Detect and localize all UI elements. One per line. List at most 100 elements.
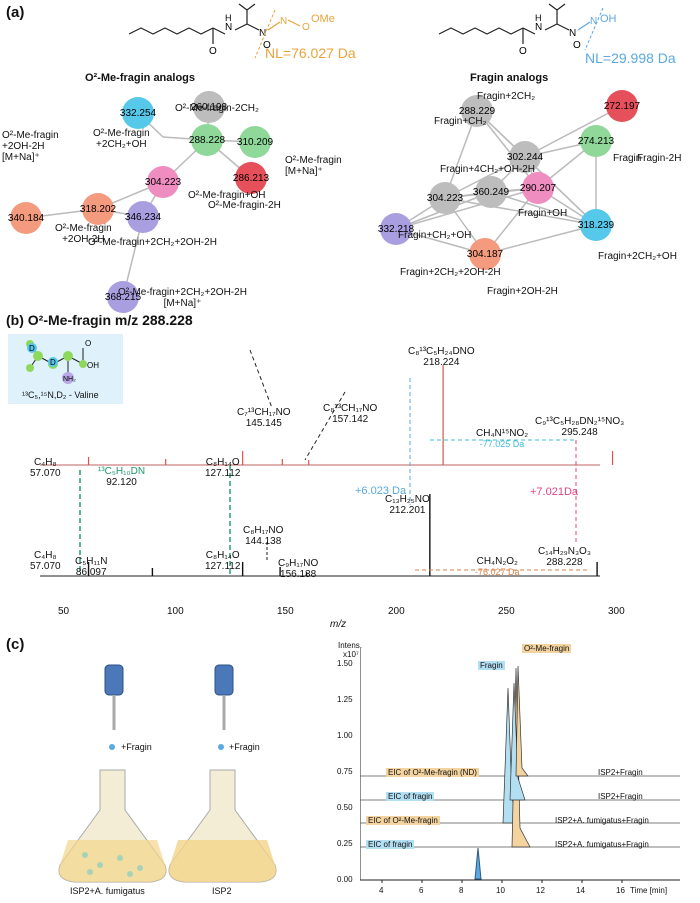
- panel-b-title: (b) O²-Me-fragin m/z 288.228: [6, 312, 193, 328]
- spectrum-bars: [87, 365, 614, 576]
- right-node-288-label: Fragin+CH₂: [434, 116, 487, 127]
- trace-1-left: EIC of fragin: [386, 792, 435, 801]
- methoxy-label: OMe: [311, 13, 335, 25]
- right-node-value-7: 332.218: [378, 224, 415, 235]
- left-node-332-label: O²-Me-fragin +2CH₂+OH: [93, 128, 150, 150]
- right-node-0: [509, 141, 541, 173]
- right-node-7: [380, 213, 412, 245]
- fragin-structure: O N H N O N: [438, 3, 604, 57]
- trace-3-left: EIC of fragin: [366, 840, 415, 849]
- top-loss-77: CH₄N¹⁵NO₂-77.025 Da: [476, 428, 529, 449]
- xtick-14: 14: [576, 886, 585, 895]
- svg-text:D: D: [29, 344, 35, 353]
- left-node-value-6: 318.202: [80, 204, 117, 215]
- svg-text:N: N: [259, 28, 266, 39]
- left-node-1: [193, 91, 225, 123]
- right-node-1: [461, 95, 493, 127]
- peak-label-fragin: Fragin: [478, 661, 505, 670]
- left-node-value-8: 346.234: [125, 212, 162, 223]
- add-fragin-right: +Fragin: [229, 742, 260, 752]
- right-nl-label: NL=29.998 Da: [585, 50, 676, 66]
- right-node-value-9: 304.187: [467, 249, 504, 260]
- right-node-6: [522, 172, 554, 204]
- ome-fragin-structure: O N H N O N O: [128, 3, 310, 59]
- right-node-318-label: Fragin+2CH₂+OH: [598, 251, 677, 262]
- add-fragin-left: +Fragin: [121, 742, 152, 752]
- svg-text:O: O: [519, 46, 527, 57]
- tick-300: 300: [608, 606, 625, 617]
- ytick-0.75: 0.75: [337, 767, 353, 776]
- right-node-value-3: 274.213: [578, 136, 615, 147]
- flask-right-label: ISP2: [212, 886, 232, 896]
- panel-a-label: (a): [6, 4, 25, 21]
- right-node-2: [606, 90, 638, 122]
- peak-label-ome: O²-Me-fragin: [522, 644, 572, 653]
- trace-0-left: EIC of O²-Me-fragin (ND): [386, 768, 479, 777]
- left-node-value-3: 310.209: [237, 137, 274, 148]
- ms-spectrum: [40, 349, 614, 577]
- ytick-0.00: 0.00: [337, 875, 353, 884]
- svg-text:O: O: [85, 339, 91, 348]
- tick-100: 100: [167, 606, 184, 617]
- flask-illustration: [58, 664, 277, 883]
- eic-xlabel: Time [min]: [630, 886, 668, 895]
- tick-200: 200: [388, 606, 405, 617]
- trace-2-right: ISP2+A. fumigatus+Fragin: [555, 816, 649, 825]
- left-node-value-9: 368.215: [105, 292, 142, 303]
- right-node-332-label: Fragin+2CH₂+2OH-2H: [400, 267, 501, 278]
- valine-box: D D NH₂ O OH ¹³C₅,¹⁵N,D₂ - Valine: [8, 334, 123, 404]
- right-node-value-5: 304.223: [427, 193, 464, 204]
- right-node-304b-label: Fragin+2OH-2H: [487, 286, 558, 297]
- svg-text:N: N: [569, 28, 576, 39]
- left-nl-label: NL=76.027 Da: [265, 45, 356, 61]
- svg-text:N: N: [535, 22, 542, 33]
- left-network-title: O²-Me-fragin analogs: [85, 72, 196, 84]
- valine-structure: D D NH₂ O OH: [26, 339, 99, 384]
- xtick-4: 4: [379, 886, 384, 895]
- trace-0-right: ISP2+Fragin: [598, 768, 643, 777]
- svg-text:N: N: [590, 16, 597, 27]
- svg-text:NH₂: NH₂: [63, 376, 76, 383]
- right-node-8: [580, 209, 612, 241]
- left-node-value-7: 286.213: [233, 173, 270, 184]
- left-node-value-2: 288.228: [189, 135, 226, 146]
- ytick-1.50: 1.50: [337, 659, 353, 668]
- right-node-272-label: Fragin-2H: [637, 153, 682, 164]
- svg-text:O: O: [302, 22, 310, 33]
- xtick-12: 12: [536, 886, 545, 895]
- left-node-310-label: O²-Me-fragin [M+Na]⁺: [285, 155, 342, 177]
- right-node-value-4: 360.249: [473, 187, 510, 198]
- shift-label-2: +7.021Da: [530, 486, 579, 498]
- valine-label: ¹³C₅,¹⁵N,D₂ - Valine: [22, 390, 99, 400]
- tick-150: 150: [277, 606, 294, 617]
- left-node-7: [235, 162, 267, 194]
- tick-250: 250: [498, 606, 515, 617]
- trace-2-left: EIC of O²-Me-fragin: [366, 816, 440, 825]
- left-node-286-label: O²-Me-fragin-2H: [208, 200, 281, 211]
- right-node-304-label: Fragin+CH₂+OH: [398, 230, 472, 241]
- right-node-360-label: Fragin+4CH₂+OH-2H: [440, 164, 536, 175]
- flask-left-label: ISP2+A. fumigatus: [70, 886, 145, 896]
- hydroxy-label: OH: [600, 13, 617, 25]
- ms-xlabel: m/z: [330, 619, 347, 630]
- svg-text:H: H: [535, 13, 542, 23]
- right-node-302-label: Fragin+2CH₂: [477, 91, 536, 102]
- tick-50: 50: [58, 606, 70, 617]
- ytick-0.50: 0.50: [337, 803, 353, 812]
- svg-text:H: H: [225, 13, 232, 23]
- left-node-8: [127, 201, 159, 233]
- y-unit: Intens.: [338, 641, 363, 650]
- left-node-value-4: 304.223: [145, 177, 182, 188]
- xtick-8: 8: [459, 886, 464, 895]
